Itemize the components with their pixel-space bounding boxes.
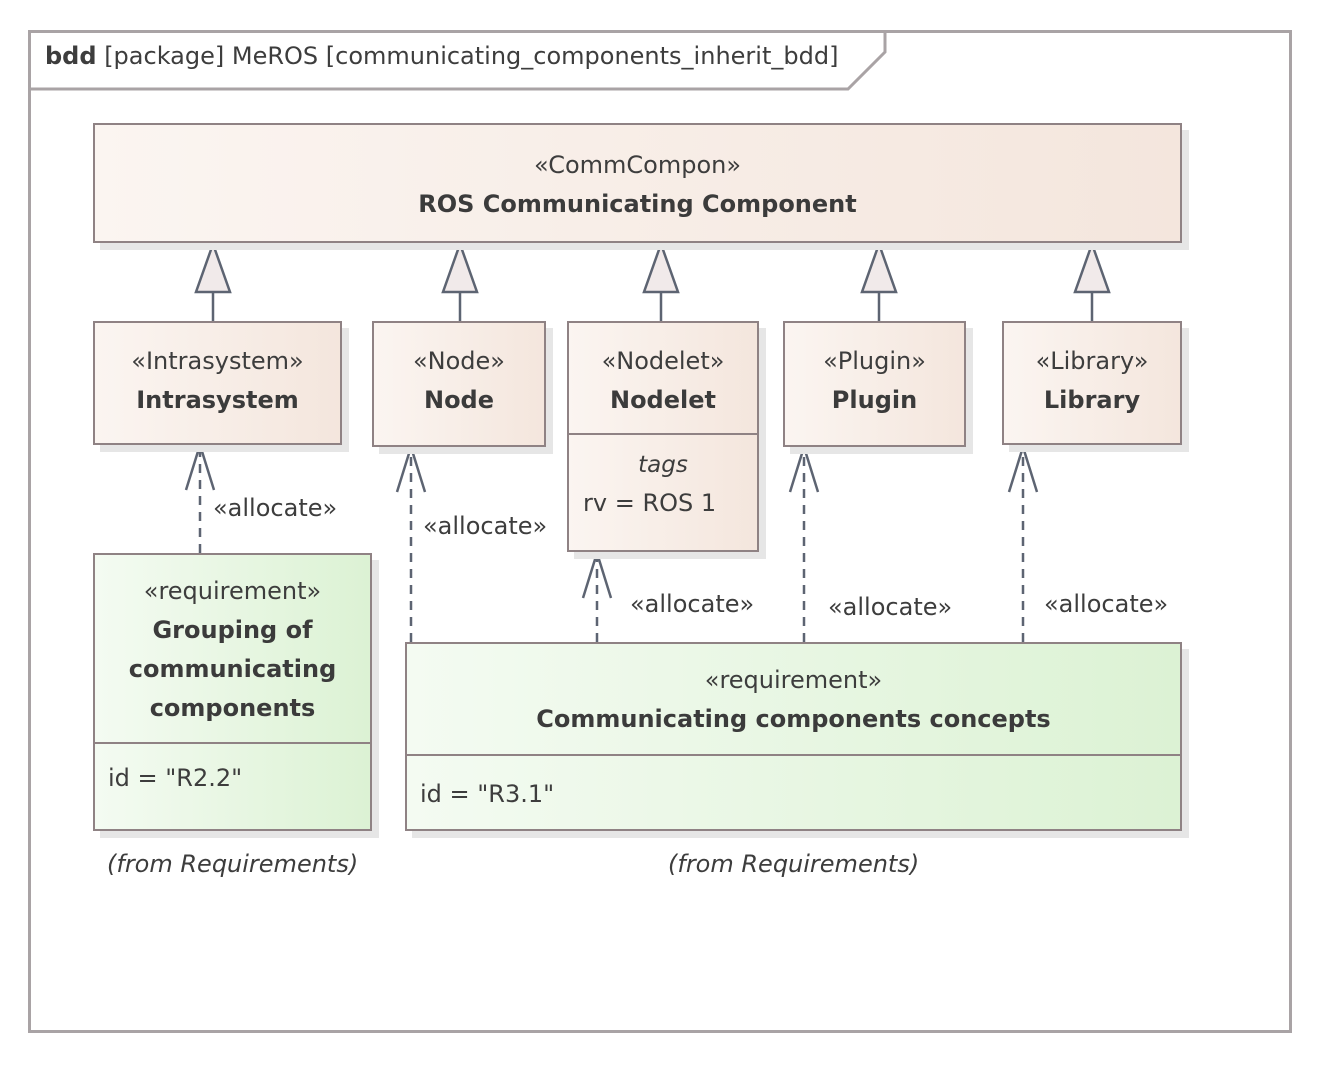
block-name: Intrasystem (136, 386, 299, 414)
block-node[interactable]: «Node» Node (372, 321, 546, 447)
generalization-node (441, 240, 479, 321)
generalization-nodelet (642, 240, 680, 321)
block-plugin[interactable]: «Plugin» Plugin (783, 321, 966, 447)
stereotype-label: «requirement» (143, 577, 322, 605)
attribute-compartment: id = "R3.1" (407, 754, 1180, 831)
block-library[interactable]: «Library» Library (1002, 321, 1182, 445)
block-name: Library (1043, 386, 1141, 414)
stereotype-label: «Nodelet» (601, 347, 725, 375)
allocate-label-intrasystem: «allocate» (213, 494, 338, 522)
requirement-name-line-3: components (149, 694, 316, 722)
requirement-name-line-2: communicating (128, 655, 337, 683)
block-name: ROS Communicating Component (418, 190, 857, 218)
requirement-name: Communicating components concepts (536, 705, 1051, 733)
requirement-id: id = "R2.2" (108, 764, 243, 792)
attribute-compartment: id = "R2.2" (95, 742, 370, 831)
frame-kind: bdd (45, 42, 97, 70)
frame-title-text: [package] MeROS [communicating_component… (104, 42, 839, 70)
generalization-library (1073, 240, 1111, 321)
allocate-label-plugin: «allocate» (828, 593, 953, 621)
block-name: Plugin (831, 386, 918, 414)
requirement-name-line-1: Grouping of (152, 616, 313, 644)
allocate-r31-nodelet (581, 548, 613, 642)
block-name: Node (423, 386, 495, 414)
block-intrasystem[interactable]: «Intrasystem» Intrasystem (93, 321, 342, 445)
stereotype-label: «Plugin» (823, 347, 926, 375)
block-ros-communicating-component[interactable]: «CommCompon» ROS Communicating Component (93, 123, 1182, 243)
allocate-r31-library (1007, 442, 1039, 642)
block-nodelet[interactable]: «Nodelet» Nodelet tags rv = ROS 1 (567, 321, 759, 552)
requirement-id: id = "R3.1" (420, 780, 555, 808)
allocate-r31-plugin (788, 442, 820, 642)
generalization-intrasystem (194, 240, 232, 321)
from-requirements-label-r22: (from Requirements) (107, 850, 359, 878)
stereotype-label: «Library» (1035, 347, 1149, 375)
block-name: Nodelet (609, 386, 716, 414)
stereotype-label: «Intrasystem» (131, 347, 304, 375)
allocate-r22-intrasystem (184, 440, 216, 553)
frame-title: bdd [package] MeROS [communicating_compo… (45, 42, 838, 70)
generalization-plugin (860, 240, 898, 321)
allocate-label-nodelet: «allocate» (630, 590, 755, 618)
diagram-frame (28, 30, 1292, 1033)
tags-compartment: tags rv = ROS 1 (569, 433, 757, 552)
stereotype-label: «CommCompon» (533, 151, 742, 179)
frame-header-tab (31, 31, 887, 91)
tags-label: tags (638, 452, 688, 478)
allocate-r31-node (395, 442, 427, 642)
tag-value: rv = ROS 1 (583, 489, 717, 517)
requirement-communicating-components-concepts[interactable]: «requirement» Communicating components c… (405, 642, 1182, 831)
allocate-label-node: «allocate» (423, 512, 548, 540)
allocate-label-library: «allocate» (1044, 590, 1169, 618)
requirement-grouping-of-communicating-components[interactable]: «requirement» Grouping of communicating … (93, 553, 372, 831)
from-requirements-label-r31: (from Requirements) (668, 850, 920, 878)
stereotype-label: «Node» (412, 347, 505, 375)
stereotype-label: «requirement» (704, 666, 883, 694)
